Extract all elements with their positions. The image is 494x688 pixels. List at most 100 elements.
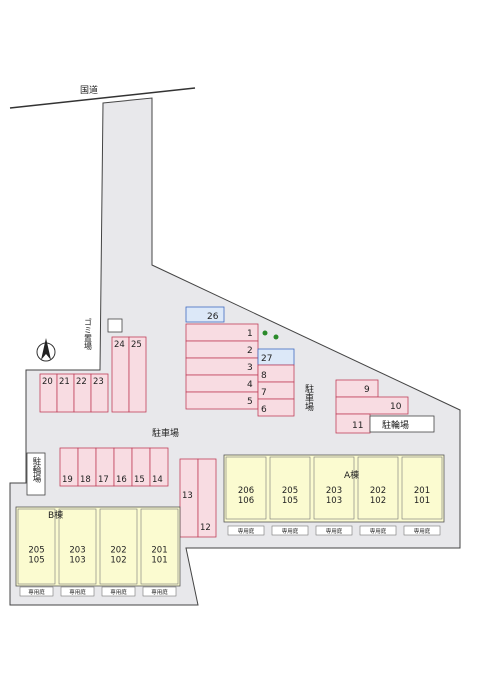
building-a-unit-bottom-number: 105 bbox=[282, 496, 298, 506]
building-a-garden-label: 専用庭 bbox=[370, 527, 387, 535]
north-arrow-icon bbox=[36, 338, 56, 362]
building-b-garden-label: 専用庭 bbox=[151, 588, 168, 596]
road-label: 国道 bbox=[80, 84, 98, 96]
building-a-unit bbox=[225, 456, 267, 520]
space-19-label: 19 bbox=[62, 475, 73, 485]
garbage-label: ゴミ置場 bbox=[84, 317, 93, 351]
space-18-label: 18 bbox=[80, 475, 91, 485]
building-b-unit-bottom-number: 105 bbox=[28, 556, 44, 566]
building-a-name: A棟 bbox=[344, 469, 359, 481]
building-a-unit bbox=[269, 456, 311, 520]
space-10-label: 10 bbox=[390, 402, 402, 412]
building-a-unit-bottom-number: 102 bbox=[370, 496, 386, 506]
building-b-unit-top-number: 201 bbox=[151, 546, 167, 556]
building-b-garden-label: 専用庭 bbox=[28, 588, 45, 596]
bike-parking-left bbox=[26, 452, 46, 496]
road-line bbox=[9, 87, 196, 109]
building-a-unit-top-number: 203 bbox=[326, 486, 342, 496]
parking-right-label: 駐車場 bbox=[303, 383, 314, 412]
space-11-label: 11 bbox=[352, 421, 363, 431]
space-15-label: 15 bbox=[134, 475, 145, 485]
space-12 bbox=[197, 458, 217, 538]
space-23-label: 23 bbox=[93, 377, 104, 387]
building-a-garden-label: 専用庭 bbox=[282, 527, 299, 535]
building-a-garden bbox=[271, 525, 309, 536]
bike-parking-right bbox=[369, 415, 435, 433]
bike-left-label: 駐輪場 bbox=[31, 456, 41, 483]
space-14 bbox=[149, 447, 169, 487]
building-a-unit-bottom-number: 106 bbox=[238, 496, 254, 506]
bike-right-label: 駐輪場 bbox=[382, 419, 409, 431]
space-26-label: 26 bbox=[207, 312, 219, 322]
space-1-label: 1 bbox=[247, 329, 253, 339]
building-a-unit bbox=[313, 456, 355, 520]
parking-bottom-group: 19 18 17 16 15 14 bbox=[59, 447, 169, 487]
building-a-garden-label: 専用庭 bbox=[326, 527, 343, 535]
space-10 bbox=[335, 396, 409, 415]
building-a-garden-label: 専用庭 bbox=[414, 527, 431, 535]
tree-icon bbox=[273, 334, 279, 340]
building-a-unit bbox=[401, 456, 443, 520]
building-b-unit-top-number: 205 bbox=[28, 546, 44, 556]
building-b-name: B棟 bbox=[48, 509, 63, 521]
building-b-unit bbox=[140, 508, 179, 585]
space-7-label: 7 bbox=[261, 388, 267, 398]
space-23 bbox=[90, 373, 109, 413]
space-24-label: 24 bbox=[114, 340, 125, 350]
space-12-label: 12 bbox=[200, 523, 211, 533]
building-b-unit-bottom-number: 103 bbox=[69, 556, 85, 566]
space-2-label: 2 bbox=[247, 346, 253, 356]
space-22-label: 22 bbox=[76, 377, 87, 387]
building-a-unit-top-number: 201 bbox=[414, 486, 430, 496]
parking-left-group: 20 21 22 23 24 25 bbox=[39, 336, 147, 413]
building-a-garden bbox=[403, 525, 441, 536]
space-13-label: 13 bbox=[182, 491, 193, 501]
building-b-unit bbox=[17, 508, 56, 585]
building-b-unit bbox=[58, 508, 97, 585]
space-9 bbox=[335, 379, 379, 398]
space-8-label: 8 bbox=[261, 371, 267, 381]
building-a-unit-top-number: 205 bbox=[282, 486, 298, 496]
space-20-label: 20 bbox=[42, 377, 53, 387]
building-b-garden bbox=[142, 586, 177, 597]
space-3-label: 3 bbox=[247, 363, 253, 373]
parking-center-right-group: 27 8 7 6 bbox=[257, 348, 295, 417]
space-25-label: 25 bbox=[131, 340, 142, 350]
building-a-garden bbox=[359, 525, 397, 536]
building-a-garden-label: 専用庭 bbox=[238, 527, 255, 535]
space-4-label: 4 bbox=[247, 380, 253, 390]
building-a-garden bbox=[315, 525, 353, 536]
space-17-label: 17 bbox=[98, 475, 109, 485]
building-b-garden-label: 専用庭 bbox=[110, 588, 127, 596]
tree-icon bbox=[262, 330, 268, 336]
building-b-garden-label: 専用庭 bbox=[69, 588, 86, 596]
building-b-unit-bottom-number: 101 bbox=[151, 556, 167, 566]
building-a-unit-bottom-number: 103 bbox=[326, 496, 342, 506]
parking-right-group: 9 10 11 駐輪場 bbox=[335, 379, 435, 434]
space-14-label: 14 bbox=[152, 475, 163, 485]
parking-center-group: 26 1 2 3 4 5 bbox=[185, 306, 259, 410]
building-b-garden bbox=[60, 586, 95, 597]
building-b-garden bbox=[19, 586, 54, 597]
space-16-label: 16 bbox=[116, 475, 127, 485]
building-a-unit-bottom-number: 101 bbox=[414, 496, 430, 506]
building-b-unit-top-number: 202 bbox=[110, 546, 126, 556]
space-6-label: 6 bbox=[261, 405, 267, 415]
space-21-label: 21 bbox=[59, 377, 70, 387]
space-25 bbox=[128, 336, 147, 413]
building-a-unit bbox=[357, 456, 399, 520]
space-26 bbox=[185, 306, 225, 323]
building-b-unit-bottom-number: 102 bbox=[110, 556, 126, 566]
space-6 bbox=[257, 398, 295, 417]
space-5-label: 5 bbox=[247, 397, 253, 407]
space-27-label: 27 bbox=[261, 354, 272, 364]
parking-center-label: 駐車場 bbox=[152, 427, 179, 439]
building-a-unit-top-number: 206 bbox=[238, 486, 254, 496]
building-b-unit bbox=[99, 508, 138, 585]
building-a-unit-top-number: 202 bbox=[370, 486, 386, 496]
building-a-garden bbox=[227, 525, 265, 536]
space-9-label: 9 bbox=[364, 385, 370, 395]
